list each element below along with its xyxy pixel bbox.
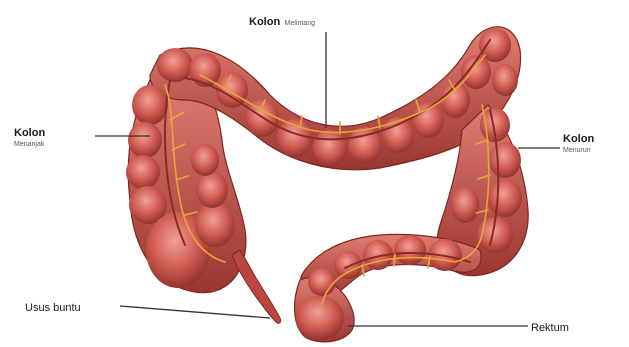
label-appendix-main: Usus buntu xyxy=(25,302,81,314)
label-descending-sub: Menurun xyxy=(563,147,594,154)
label-transverse-sub: Melintang xyxy=(285,20,315,27)
label-ascending-main: Kolon xyxy=(14,127,45,139)
label-descending-main: Kolon xyxy=(563,133,594,145)
label-ascending-sub: Menanjak xyxy=(14,141,45,148)
label-ascending-colon: Kolon Menanjak xyxy=(14,124,45,148)
leader-appendix xyxy=(120,306,270,318)
label-rectum: Rektum xyxy=(531,319,569,336)
label-transverse-main: Kolon xyxy=(249,16,280,28)
label-rectum-main: Rektum xyxy=(531,322,569,334)
label-transverse-colon: Kolon Melintang xyxy=(249,13,315,30)
appendix xyxy=(232,250,281,323)
label-appendix: Usus buntu xyxy=(25,299,81,316)
label-descending-colon: Kolon Menurun xyxy=(563,130,594,154)
